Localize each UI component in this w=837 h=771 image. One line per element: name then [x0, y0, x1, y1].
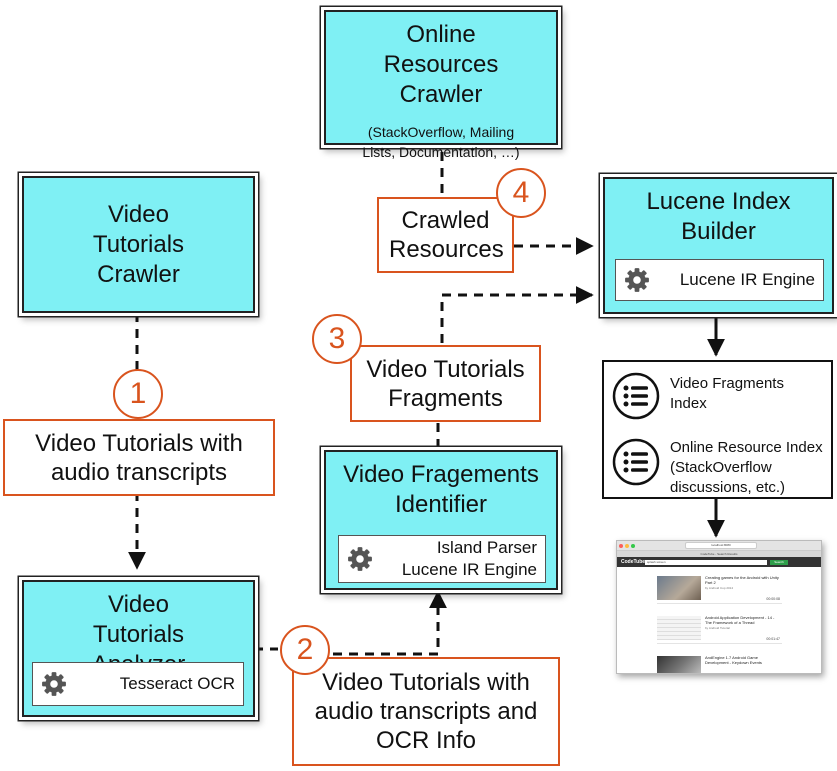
edge-fragments-to-lucene: [440, 286, 594, 343]
video-tutorials-transcripts-text: Video Tutorials with audio transcripts: [35, 429, 243, 486]
step-3-badge: 3: [312, 314, 362, 364]
browser-searchbar: CodeTube splash screen Search: [617, 557, 821, 567]
island-parser-label: Island Parser: [436, 538, 537, 557]
online-resources-crawler-box: Online Resources Crawler (StackOverflow,…: [324, 10, 558, 160]
video-tutorials-fragments-text: Video Tutorials Fragments: [366, 355, 525, 412]
video-tutorials-crawler-title: Video Tutorials Crawler: [92, 200, 185, 288]
analyzer-engine-label: Tesseract OCR: [119, 674, 235, 693]
online-resources-crawler-sources: (StackOverflow, Mailing Lists, Documenta…: [362, 124, 520, 160]
video-fragments-identifier-box: Video Fragements Identifier Island Parse…: [324, 450, 558, 590]
video-fragments-identifier-title: Video Fragements Identifier: [343, 461, 539, 518]
analyzer-engine-panel: Tesseract OCR: [32, 662, 244, 706]
step-1-badge: 1: [113, 369, 163, 419]
video-tutorials-ocr-text: Video Tutorials with audio transcripts a…: [314, 669, 538, 754]
browser-url: localhost:8080: [685, 542, 757, 549]
result-time: 00:01:47: [766, 637, 780, 641]
lucene-engine-panel: Lucene IR Engine: [615, 259, 824, 301]
video-tutorials-fragments-label: Video Tutorials Fragments: [350, 345, 541, 422]
browser-tab: CodeTube - Search Results: [617, 551, 821, 557]
video-fragments-index-label: Video Fragments Index: [670, 375, 784, 412]
result-thumbnail: [657, 656, 701, 673]
crawled-resources-label: Crawled Resources: [377, 197, 514, 273]
lucene-engine-label: Lucene IR Engine: [679, 270, 815, 289]
browser-titlebar: localhost:8080: [617, 541, 821, 551]
result-title: Creating games for the Android with Unit…: [705, 575, 779, 585]
minimize-dot: [625, 543, 629, 548]
video-tutorials-crawler-box: Video Tutorials Crawler: [22, 176, 255, 313]
result-meta: by Android Cup 2014: [705, 586, 734, 590]
gear-icon: [42, 672, 66, 696]
result-item: Creating games for the Android with Unit…: [657, 573, 782, 604]
result-time: 00:00:08: [766, 597, 780, 601]
gear-icon: [348, 547, 372, 571]
result-title: AndEngine 1.7 Android Game Development -…: [705, 655, 762, 665]
browser-search-input: splash screen: [645, 559, 767, 565]
online-resource-index-item: Online Resource Index (StackOverflow dis…: [612, 438, 828, 498]
identifier-engine-labels: Island Parser Lucene IR Engine: [373, 537, 545, 581]
list-icon: [612, 372, 660, 420]
result-item: AndEngine 1.7 Android Game Development -…: [657, 653, 782, 673]
browser-search-button: Search: [770, 559, 788, 565]
video-tutorials-transcripts-label: Video Tutorials with audio transcripts: [3, 419, 275, 496]
search-results-screenshot: localhost:8080 CodeTube - Search Results…: [616, 540, 822, 674]
list-icon: [612, 438, 660, 486]
result-thumbnail: [657, 576, 701, 600]
video-fragments-index-item: Video Fragments Index: [612, 372, 790, 420]
result-meta: by Android Tutorial: [705, 626, 730, 630]
close-dot: [619, 543, 623, 548]
step-2-badge: 2: [280, 625, 330, 675]
step-4-badge: 4: [496, 168, 546, 218]
crawled-resources-text: Crawled Resources: [389, 207, 504, 263]
result-item: Android Application Development - 14 - T…: [657, 613, 782, 644]
result-thumbnail: [657, 616, 701, 640]
identifier-lucene-label: Lucene IR Engine: [401, 560, 537, 579]
result-title: Android Application Development - 14 - T…: [705, 615, 775, 625]
online-resource-index-label: Online Resource Index (StackOverflow dis…: [670, 439, 823, 496]
online-resources-crawler-title: Online Resources Crawler: [383, 21, 499, 108]
edge-step2-to-identifier: [333, 590, 447, 656]
browser-logo: CodeTube: [621, 559, 646, 565]
identifier-engine-panel: Island Parser Lucene IR Engine: [338, 535, 546, 583]
video-tutorials-analyzer-box: Video Tutorials Analyzer Tesseract OCR: [22, 580, 255, 717]
lucene-index-builder-title: Lucene Index Builder: [646, 188, 791, 245]
video-tutorials-ocr-label: Video Tutorials with audio transcripts a…: [292, 657, 560, 766]
index-panel: Video Fragments Index Online Resource In…: [602, 360, 833, 499]
gear-icon: [625, 268, 649, 292]
zoom-dot: [631, 543, 635, 548]
lucene-index-builder-box: Lucene Index Builder Lucene IR Engine: [603, 177, 834, 314]
